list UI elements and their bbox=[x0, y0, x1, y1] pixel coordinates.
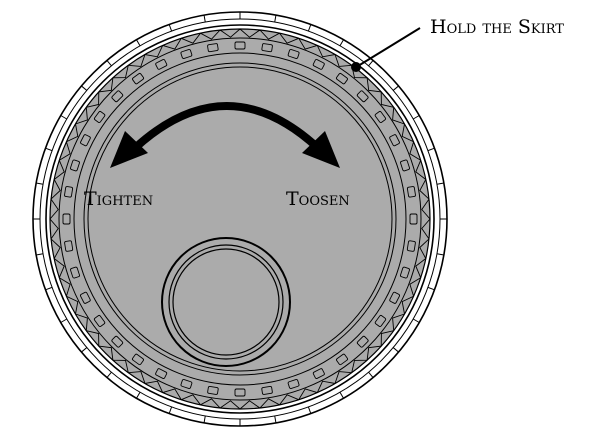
rotation-arrow-icon bbox=[131, 102, 322, 152]
arrowhead-left-icon bbox=[110, 131, 148, 168]
grip-bump bbox=[312, 368, 325, 379]
skirt-tick bbox=[81, 85, 88, 91]
skirt-tick bbox=[339, 391, 344, 399]
grip-bump bbox=[180, 379, 193, 389]
grip-bump bbox=[155, 59, 168, 70]
grip-bump bbox=[70, 159, 80, 172]
leader-line bbox=[357, 27, 421, 67]
grip-bump bbox=[409, 213, 418, 225]
skirt-tick bbox=[339, 39, 344, 47]
grip-bump bbox=[406, 240, 416, 252]
skirt-ring-3 bbox=[45, 24, 435, 414]
knurl-zigzag bbox=[49, 28, 431, 410]
grip-bump bbox=[207, 43, 219, 53]
skirt-tick bbox=[274, 15, 277, 23]
skirt-tick bbox=[36, 182, 44, 185]
skirt-tick bbox=[45, 147, 53, 152]
grip-bump bbox=[111, 335, 124, 348]
grip-bump bbox=[356, 335, 369, 348]
skirt-tick bbox=[168, 406, 173, 414]
grip-bump bbox=[62, 213, 71, 225]
skirt-tick bbox=[203, 15, 206, 23]
tighten-label: Tighten bbox=[84, 188, 154, 210]
skirt-tick bbox=[106, 60, 112, 67]
grip-bump bbox=[180, 49, 193, 59]
grip-bump bbox=[234, 41, 246, 50]
grip-bump bbox=[64, 186, 74, 198]
skirt-tick bbox=[412, 318, 420, 323]
grip-bump bbox=[261, 43, 273, 53]
skirt-tick bbox=[136, 39, 141, 47]
grip-bump bbox=[207, 385, 219, 395]
grip-bumps bbox=[62, 41, 418, 397]
grip-bump bbox=[400, 159, 410, 172]
skirt-ticks bbox=[33, 12, 447, 426]
skirt-tick bbox=[368, 371, 374, 378]
grip-bump bbox=[356, 90, 369, 103]
grip-bump bbox=[374, 315, 387, 327]
skirt-tick bbox=[36, 253, 44, 256]
grip-bump bbox=[261, 385, 273, 395]
grip-bump bbox=[287, 49, 300, 59]
skirt-tick bbox=[392, 85, 399, 91]
grip-bump bbox=[234, 388, 246, 397]
grip-bump bbox=[336, 353, 348, 366]
grip-bump bbox=[406, 186, 416, 198]
skirt-tick bbox=[412, 115, 420, 120]
skirt-tick bbox=[427, 286, 435, 291]
grip-bump bbox=[155, 368, 168, 379]
knob-face-ring bbox=[83, 62, 397, 376]
grip-bump bbox=[336, 72, 348, 85]
knurl-teeth bbox=[49, 28, 431, 410]
skirt-tick bbox=[368, 60, 374, 67]
grip-bump bbox=[94, 111, 106, 123]
skirt-tick bbox=[307, 406, 312, 414]
skirt-tick bbox=[274, 415, 277, 423]
hold-skirt-label: Hold the Skirt bbox=[430, 16, 564, 38]
skirt-tick bbox=[307, 24, 312, 32]
pointer-dot-icon bbox=[351, 62, 361, 72]
grip-bump bbox=[111, 90, 124, 103]
grip-bump bbox=[93, 315, 106, 327]
grip-bump bbox=[64, 240, 74, 252]
grip-bump bbox=[80, 134, 91, 147]
skirt-tick bbox=[136, 391, 141, 399]
skirt-tick bbox=[436, 182, 444, 185]
skirt-tick bbox=[81, 347, 88, 353]
grip-bump bbox=[287, 379, 300, 389]
skirt-tick bbox=[45, 286, 53, 291]
grip-bump bbox=[80, 291, 91, 304]
grip-bump bbox=[389, 134, 400, 147]
skirt-tick bbox=[436, 253, 444, 256]
grip-bump bbox=[312, 59, 325, 70]
skirt-tick bbox=[427, 147, 435, 152]
skirt-tick bbox=[392, 347, 399, 353]
arrowhead-right-icon bbox=[302, 131, 340, 168]
grip-bump bbox=[132, 353, 144, 366]
grip-bump bbox=[400, 266, 410, 279]
grip-bump bbox=[389, 291, 400, 304]
skirt-tick bbox=[60, 115, 68, 120]
center-button-inner bbox=[172, 248, 280, 356]
grip-bump bbox=[132, 72, 144, 85]
skirt-tick bbox=[168, 24, 173, 32]
skirt-tick bbox=[106, 371, 112, 378]
skirt-tick bbox=[60, 318, 68, 323]
grip-bump bbox=[374, 111, 386, 123]
grip-bump bbox=[70, 266, 80, 279]
loosen-label: Toosen bbox=[286, 188, 350, 210]
skirt-tick bbox=[203, 415, 206, 423]
